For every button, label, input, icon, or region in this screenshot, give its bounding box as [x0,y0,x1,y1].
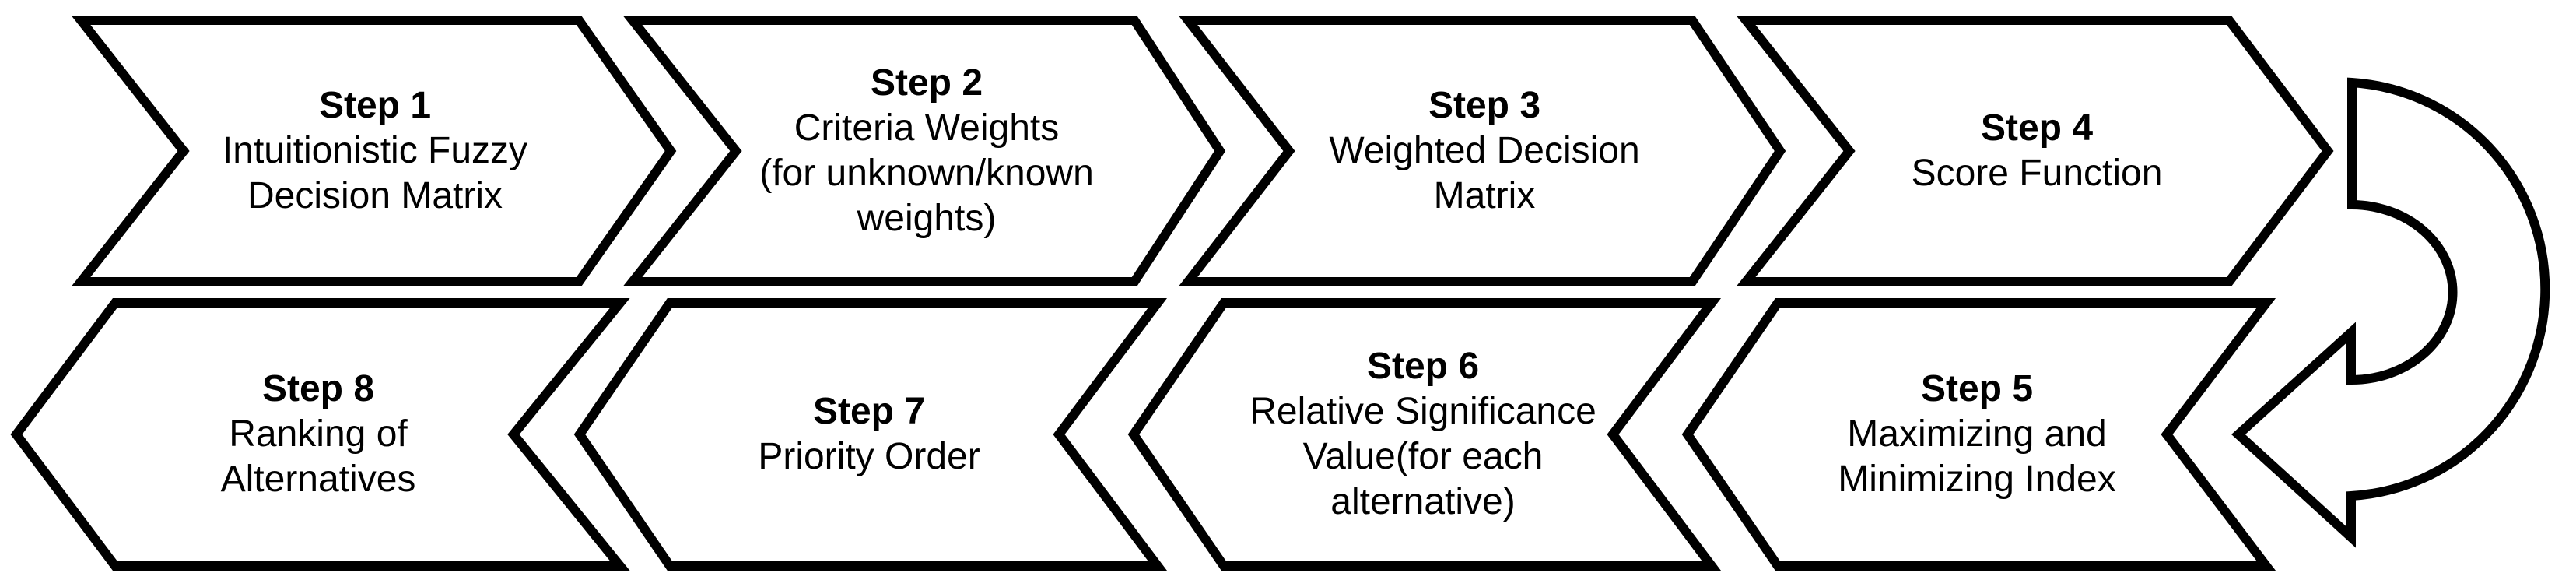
step-2-title: Step 2 [870,62,983,104]
step-1-chevron [71,16,677,286]
step-2-chevron [622,16,1226,286]
step-8-chevron [10,298,630,571]
step-7-title: Step 7 [812,391,926,432]
step-1-label: Step 1 Intuitionistic Fuzzy Decision Mat… [157,20,593,282]
step-8-title: Step 8 [261,368,375,409]
step-6-label: Step 6 Relative Significance Value(for e… [1205,303,1641,566]
step-8-label: Step 8 Ranking of Alternatives [100,303,536,566]
step-3-label: Step 3 Weighted Decision Matrix [1267,20,1702,282]
step-3-chevron [1178,16,1786,286]
step-4-title: Step 4 [1980,107,2094,149]
step-4-description: Score Function [1911,153,2163,194]
step-1-title: Step 1 [318,85,432,126]
step-8-description: Ranking of Alternatives [220,413,416,500]
step-1-description: Intuitionistic Fuzzy Decision Matrix [222,130,528,216]
step-6-description: Relative Significance Value(for each alt… [1249,391,1596,522]
u-turn-arrow-icon [2231,77,2550,548]
step-7-chevron [573,298,1168,571]
step-6-chevron [1127,298,1722,571]
step-3-title: Step 3 [1428,85,1541,126]
step-7-label: Step 7 Priority Order [651,303,1087,566]
step-2-description: Criteria Weights (for unknown/known weig… [759,107,1094,239]
step-3-description: Weighted Decision Matrix [1329,130,1640,216]
step-7-description: Priority Order [758,436,980,477]
step-5-label: Step 5 Maximizing and Minimizing Index [1759,303,2195,566]
step-4-label: Step 4 Score Function [1819,20,2255,282]
step-5-title: Step 5 [1920,368,2034,409]
step-5-chevron [1681,298,2276,571]
step-5-description: Maximizing and Minimizing Index [1838,413,2116,500]
step-4-chevron [1736,16,2334,286]
step-2-label: Step 2 Criteria Weights (for unknown/kno… [709,20,1144,282]
step-6-title: Step 6 [1366,346,1480,387]
